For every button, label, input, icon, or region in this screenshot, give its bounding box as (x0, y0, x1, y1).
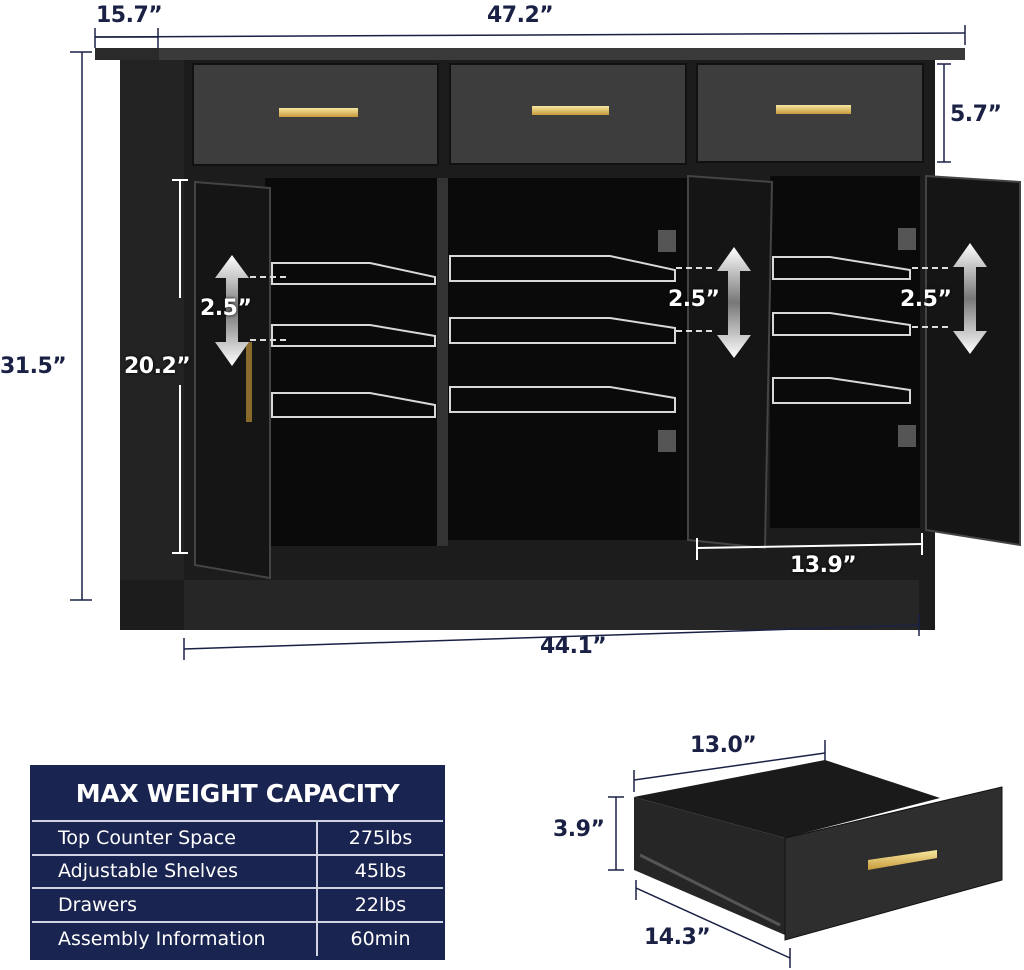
door-middle (687, 174, 774, 550)
table-row: Adjustable Shelves 45lbs (32, 855, 443, 889)
row-value: 60min (350, 928, 411, 951)
shelf-adjust-arrows (215, 243, 987, 366)
dim-cabinet-height: 20.2” (124, 354, 191, 379)
drawer-handle (776, 105, 851, 114)
dim-drawer-width: 13.0” (690, 733, 757, 758)
dim-drawer-depth: 14.3” (644, 925, 711, 950)
drawer-handle (532, 106, 609, 115)
adjustable-shelves (271, 255, 911, 418)
dim-total-height: 31.5” (0, 354, 67, 379)
door-left (194, 180, 271, 580)
drawer-detail-illustration (634, 760, 1003, 941)
dim-top-depth: 15.7” (96, 3, 163, 28)
door-right (925, 174, 1021, 547)
door-hinges (658, 228, 916, 452)
dim-top-width: 47.2” (487, 3, 554, 28)
dim-base-width: 44.1” (540, 634, 607, 659)
table-row: Top Counter Space 275lbs (32, 822, 443, 856)
row-label: Top Counter Space (32, 822, 318, 854)
table-row: Drawers 22lbs (32, 889, 443, 923)
drawer-handle (279, 108, 358, 117)
row-value: 275lbs (348, 826, 413, 849)
row-label: Drawers (32, 889, 318, 921)
drawer-handle (868, 850, 937, 870)
dim-drawer-height-detail: 3.9” (553, 817, 605, 842)
table-title: MAX WEIGHT CAPACITY (32, 767, 443, 822)
countertop (95, 48, 965, 60)
dim-shelf-gap-left: 2.5” (200, 296, 252, 321)
door-handle (246, 342, 252, 422)
table-row: Assembly Information 60min (32, 922, 443, 956)
row-label: Adjustable Shelves (32, 855, 318, 887)
weight-capacity-table: MAX WEIGHT CAPACITY Top Counter Space 27… (30, 765, 445, 960)
dim-cabinet-inner-width: 13.9” (790, 553, 857, 578)
row-value: 22lbs (354, 893, 407, 916)
dim-shelf-gap-middle: 2.5” (668, 287, 720, 312)
row-label: Assembly Information (32, 922, 318, 956)
dim-drawer-height: 5.7” (950, 102, 1002, 127)
dim-shelf-gap-right: 2.5” (900, 287, 952, 312)
row-value: 45lbs (354, 860, 407, 883)
